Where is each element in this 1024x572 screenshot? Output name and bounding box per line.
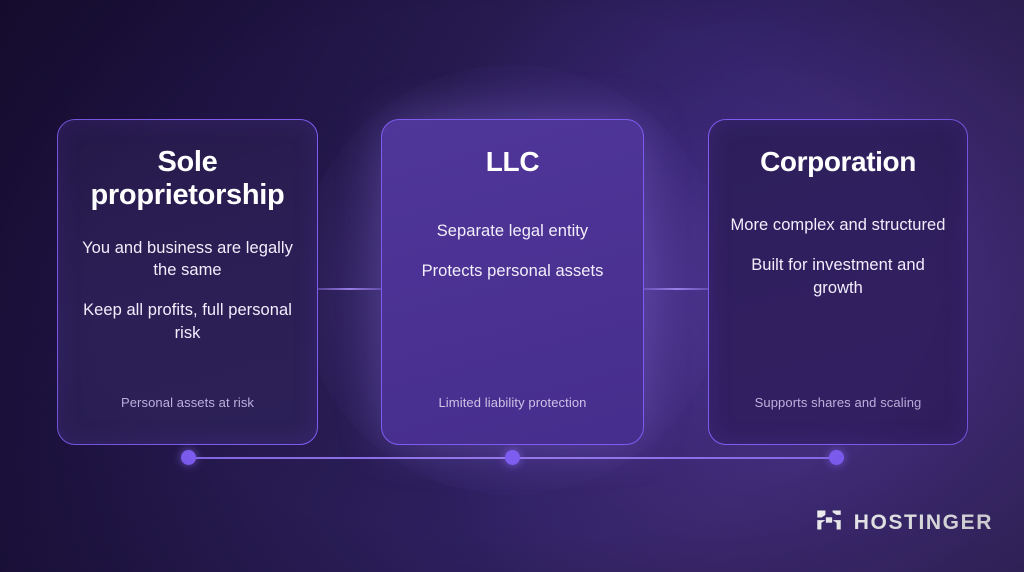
card-point: You and business are legally the same xyxy=(82,238,293,280)
card-point: Separate legal entity xyxy=(436,222,589,241)
card-points-corporation: More complex and structured Built for in… xyxy=(729,178,947,395)
card-llc[interactable]: LLC Separate legal entity Protects perso… xyxy=(381,119,644,445)
card-footnote-corporation: Supports shares and scaling xyxy=(754,395,922,411)
card-footnote-sole-proprietorship: Personal assets at risk xyxy=(120,395,255,411)
card-point: Built for investment and growth xyxy=(751,255,925,297)
card-title-sole-proprietorship: Sole proprietorship xyxy=(90,146,285,212)
card-footnote-llc: Limited liability protection xyxy=(438,395,587,411)
card-point: Protects personal assets xyxy=(421,261,604,280)
card-points-llc: Separate legal entity Protects personal … xyxy=(402,178,623,395)
card-sole-proprietorship[interactable]: Sole proprietorship You and business are… xyxy=(57,119,318,445)
card-points-sole-proprietorship: You and business are legally the same Ke… xyxy=(78,213,297,395)
connector-line-llc-to-corporation xyxy=(643,288,710,290)
hostinger-logo: HOSTINGER xyxy=(815,506,993,539)
card-title-corporation: Corporation xyxy=(760,146,916,177)
card-corporation[interactable]: Corporation More complex and structured … xyxy=(708,119,968,445)
hostinger-wordmark: HOSTINGER xyxy=(853,510,993,534)
card-point: More complex and structured xyxy=(730,216,946,235)
hostinger-h-icon xyxy=(815,506,843,539)
connector-line-sole-to-llc xyxy=(316,288,384,290)
card-title-llc: LLC xyxy=(485,146,540,177)
card-point: Keep all profits, full personal risk xyxy=(83,301,292,342)
